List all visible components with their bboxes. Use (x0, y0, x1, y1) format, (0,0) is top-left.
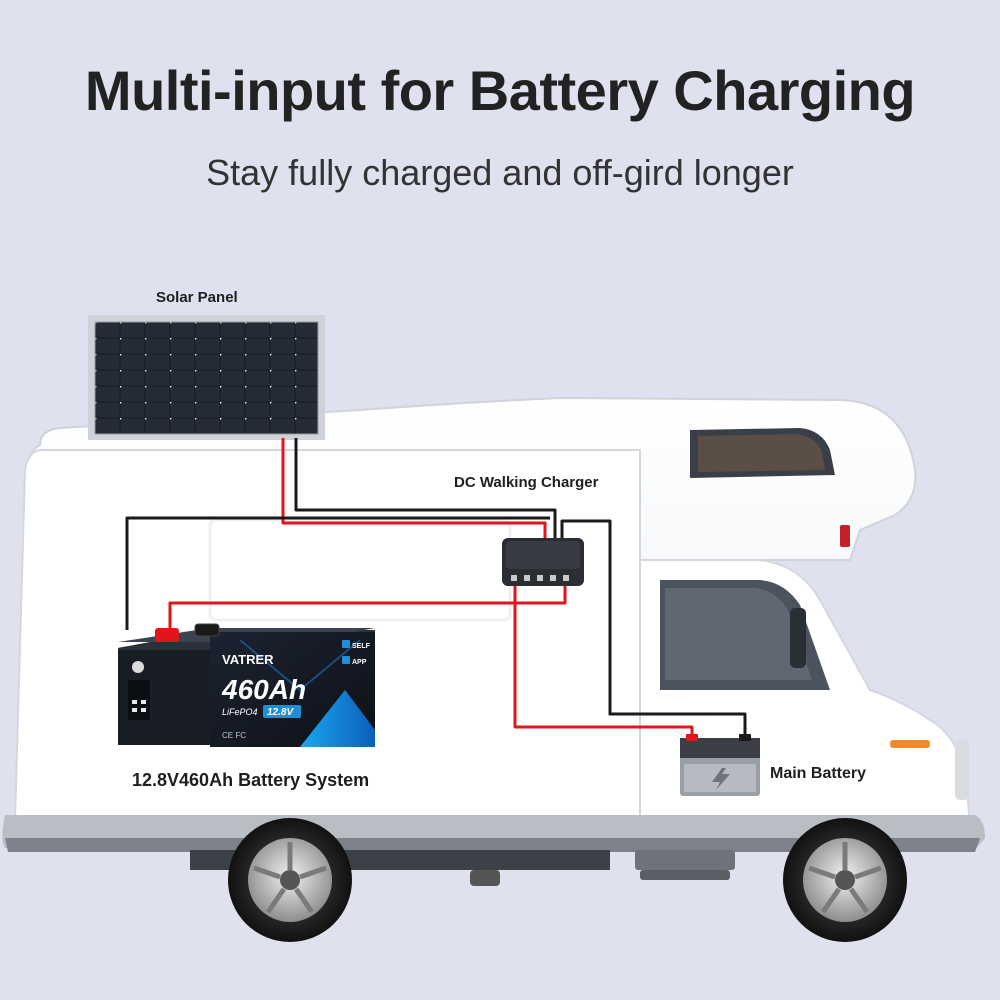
dc-charger (502, 538, 584, 586)
battery-chemistry: LiFePO4 (222, 707, 258, 717)
solar-panel (88, 315, 325, 440)
battery-badge-app: APP (352, 659, 367, 666)
battery-capacity: 460Ah (221, 674, 306, 705)
wiring (125, 438, 747, 741)
battery-badge-self: SELF (352, 643, 371, 650)
label-battery-system: 12.8V460Ah Battery System (132, 770, 370, 790)
battery-voltage: 12.8V (267, 707, 294, 718)
label-solar-panel: Solar Panel (156, 289, 238, 306)
bluetooth-icon (342, 656, 350, 664)
main-battery (680, 734, 760, 796)
lightning-icon (712, 768, 730, 790)
battery-system (118, 623, 375, 747)
wire-main-negative (560, 519, 747, 741)
label-dc-charger: DC Walking Charger (454, 474, 599, 491)
voltage-badge (263, 705, 301, 718)
label-main-battery: Main Battery (770, 765, 867, 782)
wire-battery-negative (125, 516, 550, 630)
wire-battery-positive (168, 585, 567, 630)
wire-solar-positive (281, 438, 547, 540)
wire-solar-negative (294, 438, 557, 540)
battery-brand: VATRER (222, 652, 274, 667)
battery-certs: CE FC (222, 731, 246, 740)
rear-wheel (228, 818, 352, 942)
page-title: Multi-input for Battery Charging (84, 59, 916, 122)
page-subtitle: Stay fully charged and off-gird longer (206, 152, 794, 193)
self-heating-icon (342, 640, 350, 648)
front-wheel (783, 818, 907, 942)
